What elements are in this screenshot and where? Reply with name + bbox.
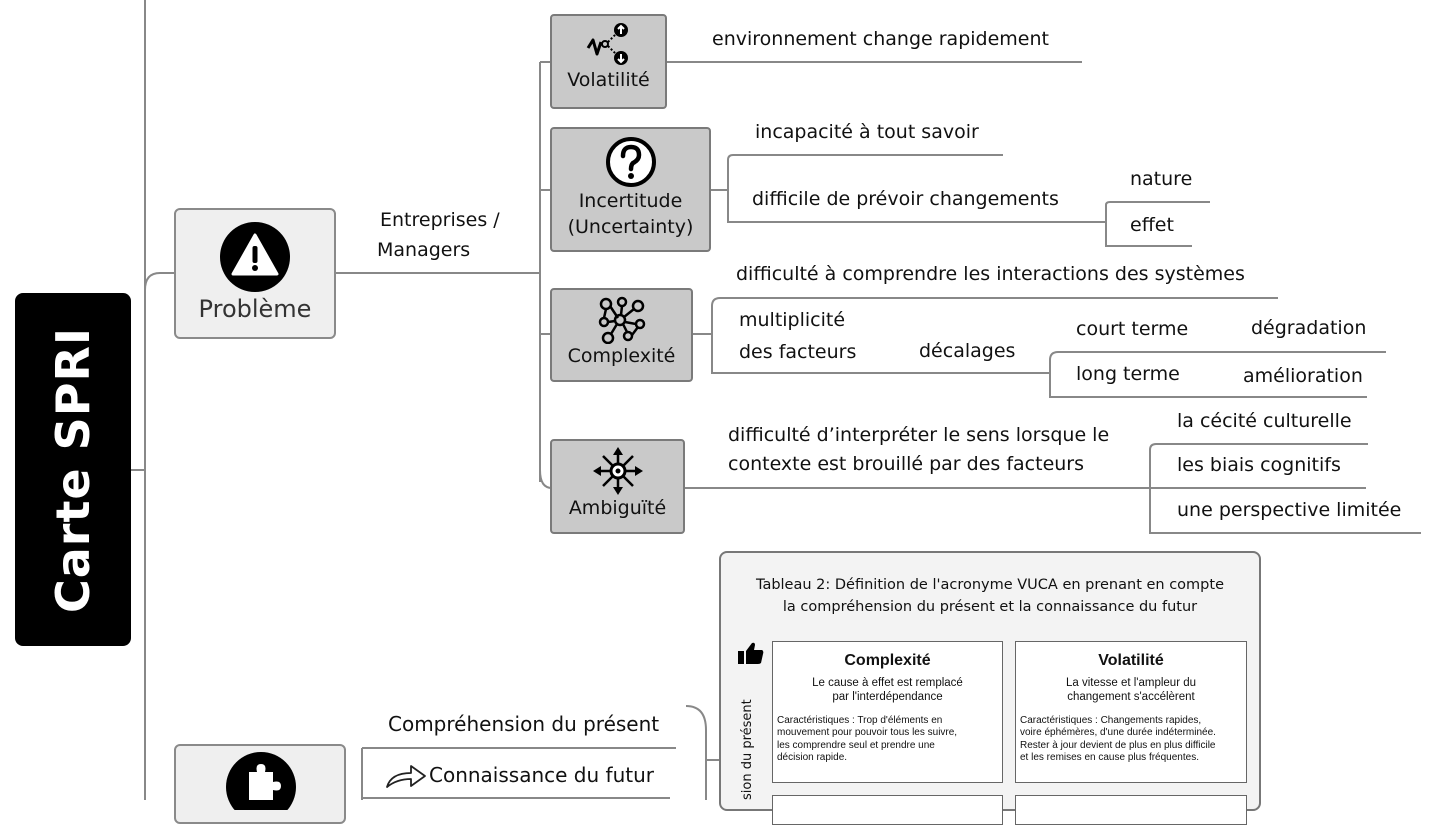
cell-text-line4: et les remises en cause plus fréquentes.	[1020, 752, 1199, 764]
cell-subtitle-line1: La vitesse et l'ampleur du	[1065, 677, 1197, 689]
actor-label-line1: Entreprises /	[380, 209, 500, 231]
question-icon	[605, 137, 656, 187]
complexite-amelioration: amélioration	[1243, 365, 1363, 387]
cell-subtitle-line2: par l'interdépendance	[832, 691, 943, 704]
ambiguite-sub-biais: les biais cognitifs	[1177, 454, 1341, 476]
complexite-node[interactable]: Complexité	[550, 288, 693, 382]
cell-subtitle-line1: Le cause à effet est remplacé	[812, 677, 963, 689]
incertitude-sub-nature: nature	[1130, 168, 1193, 190]
solution-node[interactable]	[174, 744, 346, 824]
connector-lines	[131, 0, 1421, 800]
cell-text-line3: Rester à jour devient de plus en plus di…	[1020, 739, 1216, 751]
complexite-branch2-line2: des facteurs	[739, 341, 857, 363]
incertitude-branch2: difficile de prévoir changements	[752, 188, 1059, 210]
compass-arrows-icon	[592, 447, 643, 495]
ambiguite-label: Ambiguïté	[568, 497, 667, 519]
cell-text-line3: les comprendre seul et prendre une	[777, 739, 935, 751]
complexite-long-terme: long terme	[1076, 363, 1180, 385]
complexite-court-terme: court terme	[1076, 318, 1189, 340]
network-icon	[598, 296, 645, 344]
volatility-icon	[586, 23, 628, 65]
cell-text-line2: voire éphémères, d'une durée indéterminé…	[1020, 727, 1216, 739]
incertitude-label-line2: (Uncertainty)	[567, 215, 694, 238]
thumbs-up-icon	[738, 642, 764, 664]
root-node[interactable]: Carte SPRI	[15, 293, 131, 646]
complexite-decalages: décalages	[919, 340, 1016, 362]
ambiguite-sub-perspective: une perspective limitée	[1177, 499, 1402, 521]
warning-icon	[220, 222, 290, 292]
incertitude-label-line1: Incertitude	[578, 190, 683, 212]
puzzle-icon	[226, 752, 296, 810]
complexite-label: Complexité	[567, 345, 676, 367]
cell-text-line1: Caractéristiques : Trop d'éléments en	[777, 714, 943, 726]
complexite-branch1: difficulté à comprendre les interactions…	[736, 263, 1245, 285]
incertitude-sub-effet: effet	[1130, 214, 1174, 236]
tableau-cell-volatilite: Volatilité La vitesse et l'ampleur du ch…	[1015, 641, 1247, 783]
connaissance-futur: Connaissance du futur	[429, 763, 654, 787]
volatilite-node[interactable]: Volatilité	[550, 14, 667, 109]
cell-text-line4: décision rapide.	[777, 752, 848, 764]
volatilite-branch: environnement change rapidement	[712, 28, 1049, 50]
probleme-label: Problème	[198, 295, 312, 323]
ambiguite-branch-line1: difficulté d’interpréter le sens lorsque…	[728, 424, 1110, 446]
tableau-title-line1: Tableau 2: Définition de l'acronyme VUCA…	[755, 577, 1224, 593]
cell-heading: Complexité	[844, 652, 931, 669]
share-arrow-icon	[386, 765, 426, 788]
cell-heading: Volatilité	[1098, 652, 1164, 669]
comprehension-present: Compréhension du présent	[388, 712, 660, 736]
complexite-degradation: dégradation	[1251, 317, 1367, 339]
incertitude-branch1: incapacité à tout savoir	[755, 121, 979, 143]
cell-text-line2: mouvement pour pouvoir tous les suivre,	[777, 727, 958, 739]
tableau-axis-label: sion du présent	[740, 699, 755, 800]
cell-text-line1: Caractéristiques : Changements rapides,	[1020, 714, 1202, 726]
cell-subtitle-line2: changement s'accélèrent	[1067, 691, 1195, 704]
ambiguite-sub-cecite: la cécité culturelle	[1177, 410, 1352, 432]
tableau-vuca: Tableau 2: Définition de l'acronyme VUCA…	[719, 551, 1261, 825]
actor-label-line2: Managers	[377, 239, 471, 261]
complexite-branch2-line1: multiplicité	[739, 309, 846, 331]
tableau-cell-complexite: Complexité Le cause à effet est remplacé…	[772, 641, 1003, 783]
probleme-node[interactable]: Problème	[174, 208, 336, 339]
root-label: Carte SPRI	[46, 326, 100, 613]
tableau-title: Tableau 2: Définition de l'acronyme VUCA…	[721, 575, 1259, 619]
ambiguite-node[interactable]: Ambiguïté	[550, 439, 685, 534]
ambiguite-branch-line2: contexte est brouillé par des facteurs	[728, 453, 1085, 475]
tableau-title-line2: la compréhension du présent et la connai…	[782, 598, 1198, 615]
incertitude-node[interactable]: Incertitude (Uncertainty)	[550, 127, 711, 252]
volatilite-label: Volatilité	[567, 69, 650, 91]
